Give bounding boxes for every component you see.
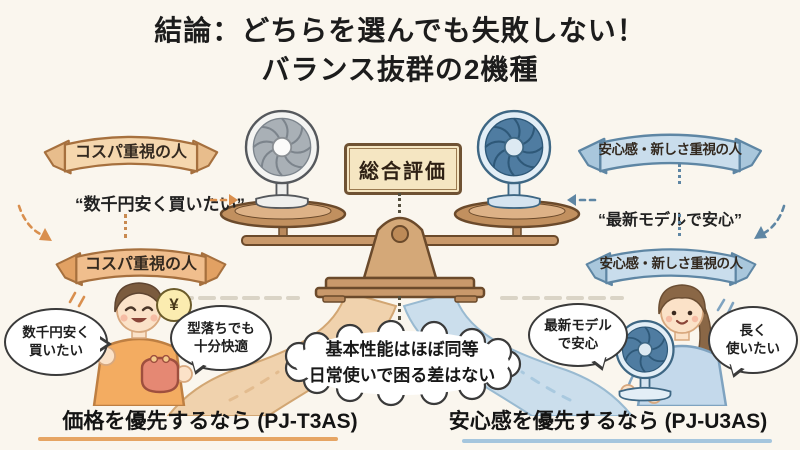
yen-symbol: ¥ <box>169 295 179 314</box>
ribbon-banner-assurance-top: 安心感・新しさ重視の人 <box>574 124 766 190</box>
page-title-line1: 結論：どちらを選んでも失敗しない！ <box>154 15 646 46</box>
persona-label-cospa-bottom: コスパ重視の人 <box>84 256 197 274</box>
speech-bubble-fit: 型落ちでも 十分快適 <box>170 305 272 371</box>
dotted-line-right-lower <box>678 214 681 236</box>
desk-fan-gray-illustration <box>234 108 330 212</box>
dashed-arrow-right-icon <box>209 194 238 206</box>
speech-bubble-longevity-line2: 使いたい <box>726 341 780 356</box>
ribbon-banner-cospa-top: コスパ重視の人 <box>40 126 222 190</box>
dashed-arrow-down-right-icon <box>17 204 52 241</box>
yen-mark-bubble: ¥ <box>156 288 192 322</box>
speech-bubble-price: 数千円安く 買いたい <box>4 308 112 376</box>
dashed-arrow-down-left-icon <box>754 204 786 239</box>
speech-bubble-fit-line1: 型落ちでも <box>187 321 255 337</box>
page-title-line2: バランス抜群の2機種 <box>261 53 539 85</box>
recommendation-assurance: 安心感を優先するなら (PJ-U3AS) <box>448 410 768 433</box>
dotted-line-left <box>124 214 127 238</box>
speech-bubble-price-line1: 数千円安く <box>22 325 90 341</box>
conclusion-line2: 日常使いで困る差はない <box>308 365 496 385</box>
ribbon-banner-cospa-bottom: コスパ重視の人 <box>50 240 232 300</box>
speech-bubble-model-line1: 最新モデル <box>544 318 612 334</box>
underline-assurance <box>462 439 772 443</box>
page-title: 結論：どちらを選んでも失敗しない！ バランス抜群の2機種 <box>0 12 800 89</box>
speech-bubble-price-line2: 買いたい <box>29 343 83 358</box>
conclusion-cloud-bubble: 基本性能はほぼ同等 日常使いで困る差はない <box>280 320 524 408</box>
verdict-label: 総合評価 <box>359 160 447 183</box>
quote-budget: “数千円安く買いたい” <box>75 195 245 214</box>
dotted-line-center-top <box>398 193 401 213</box>
sparkle-marks-left-icon <box>68 291 86 308</box>
conclusion-text: 基本性能はほぼ同等 日常使いで困る差はない <box>280 337 524 388</box>
ribbon-banner-assurance-bottom: 安心感・新しさ重視の人 <box>580 240 762 300</box>
speech-bubble-longevity-line1: 長く <box>739 323 767 339</box>
persona-label-cospa-top: コスパ重視の人 <box>74 143 187 161</box>
recommendation-price: 価格を優先するなら (PJ-T3AS) <box>62 410 358 433</box>
person-budget-illustration <box>80 276 198 406</box>
dotted-line-right-upper <box>678 164 681 184</box>
held-fan-blue-illustration <box>606 318 684 402</box>
verdict-plaque: 総合評価 <box>344 143 462 195</box>
speech-bubble-model-line2: で安心 <box>557 336 599 351</box>
balance-scale-illustration <box>168 194 632 308</box>
dotted-line-center-bottom <box>398 296 401 320</box>
speech-bubble-model: 最新モデル で安心 <box>528 303 628 367</box>
quote-assurance: “最新モデルで安心” <box>597 212 742 229</box>
speech-bubble-longevity: 長く 使いたい <box>708 306 798 374</box>
persona-label-assurance-top: 安心感・新しさ重視の人 <box>598 142 743 158</box>
dashed-arrow-left-icon <box>567 194 597 206</box>
conclusion-line1: 基本性能はほぼ同等 <box>325 340 479 359</box>
underline-price <box>38 437 338 441</box>
persona-label-assurance-bottom: 安心感・新しさ重視の人 <box>599 256 744 272</box>
speech-bubble-fit-line2: 十分快適 <box>194 339 248 354</box>
desk-fan-blue-illustration <box>466 108 562 212</box>
